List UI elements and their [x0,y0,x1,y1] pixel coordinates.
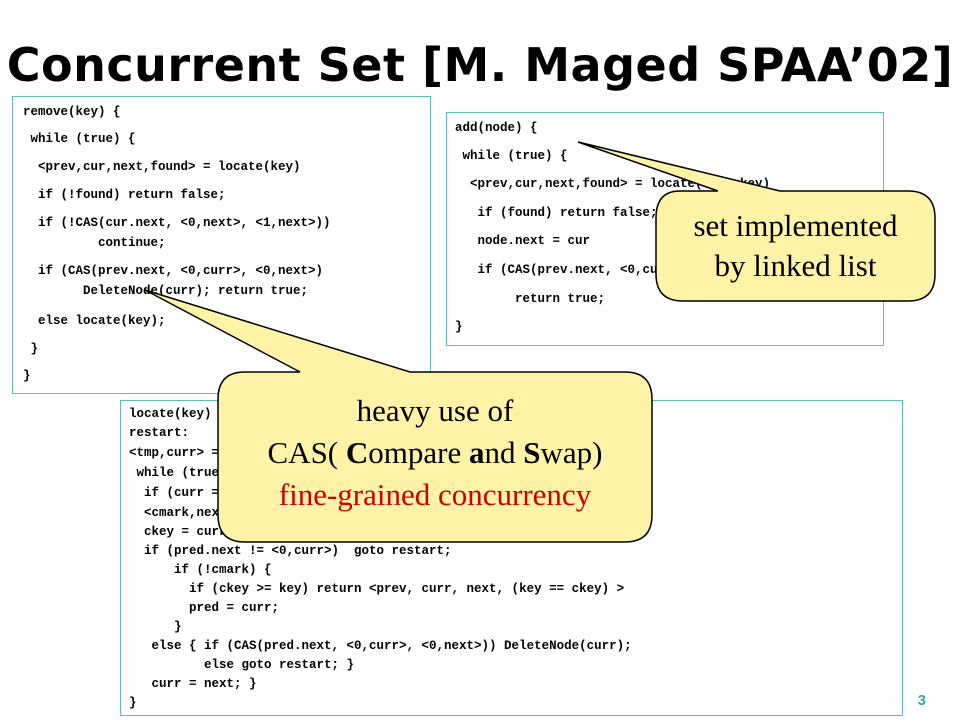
callout-linked-list-line2: by linked list [714,248,877,283]
cas-nd: nd [484,435,524,470]
code-line: curr = next; } [129,677,257,691]
code-line: restart: [129,426,190,440]
code-line: else { if (CAS(pred.next, <0,curr>, <0,n… [129,639,632,653]
callout-linked-list-line1: set implemented [693,208,898,243]
code-line: continue; [23,236,166,250]
callout-linked-list-text: set implemented by linked list [656,206,935,286]
code-line: <prev,cur,next,found> = locate(key) [23,160,301,174]
code-line: } [23,369,31,383]
code-line: } [129,620,182,634]
cas-letter-a: a [469,435,485,470]
code-line: if (CAS(prev.next, <0,curr>, <0,next>) [23,264,324,278]
code-line: } [455,320,463,334]
code-line: node.next = cur [455,234,591,248]
cas-letter-s: S [523,435,541,470]
code-line: else goto restart; } [129,658,355,672]
callout-cas-shape [144,289,653,543]
callout-cas-line1: heavy use of [356,393,514,428]
code-line: pred = curr; [129,601,280,615]
cas-letter-c: C [345,435,369,470]
code-line: if (ckey >= key) return <prev, curr, nex… [129,582,625,596]
code-line: if (found) return false; [455,206,658,220]
code-line: if (!CAS(cur.next, <0,next>, <1,next>)) [23,216,331,230]
callout-cas-line3: fine-grained concurrency [278,477,592,512]
code-line: if (!cmark) { [129,563,272,577]
callout-cas-line2: CAS( Compare and Swap) [218,432,652,474]
cas-suffix: wap) [540,435,603,470]
code-line: while (true) { [455,149,568,163]
add-code-box: add(node) { while (true) { <prev,cur,nex… [446,112,884,346]
code-line: while (true) { [23,132,136,146]
code-line: return true; [455,292,606,306]
slide-title: Concurrent Set [M. Maged SPAA’02] [6,38,954,92]
callout-cas-text: heavy use of CAS( Compare and Swap) fine… [218,390,652,516]
code-line: } [23,342,39,356]
code-line: if (pred.next != <0,curr>) goto restart; [129,544,452,558]
slide-number: 3 [917,692,926,709]
cas-ompare: ompare [368,435,469,470]
code-line: add(node) { [455,121,538,135]
remove-code-box: remove(key) { while (true) { <prev,cur,n… [12,96,431,394]
code-line: if (!found) return false; [23,188,226,202]
code-line: remove(key) { [23,105,121,119]
cas-prefix: CAS( [267,435,346,470]
code-line: else locate(key); [23,314,166,328]
callout-linked-list-shape [577,141,936,302]
code-line: } [129,696,137,710]
